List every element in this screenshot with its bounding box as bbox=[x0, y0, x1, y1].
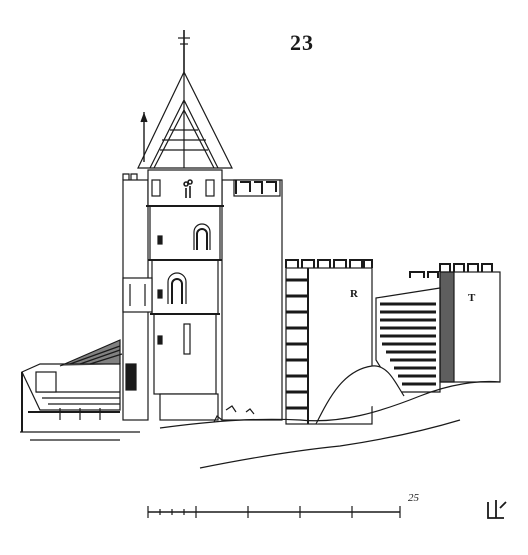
lower-left-annex bbox=[21, 339, 137, 432]
ground-and-rubble bbox=[20, 365, 501, 469]
figure-number: 23 bbox=[290, 30, 314, 55]
label-t: T bbox=[468, 292, 476, 304]
curtain-wall-r bbox=[285, 259, 373, 425]
ruined-tower-t bbox=[375, 263, 501, 393]
label-r: R bbox=[350, 288, 358, 300]
keep-tower bbox=[122, 169, 283, 421]
tower-roof bbox=[137, 30, 233, 169]
scale-bar bbox=[147, 506, 401, 518]
scale-label: 25 bbox=[408, 492, 419, 504]
artist-monogram bbox=[487, 500, 507, 519]
